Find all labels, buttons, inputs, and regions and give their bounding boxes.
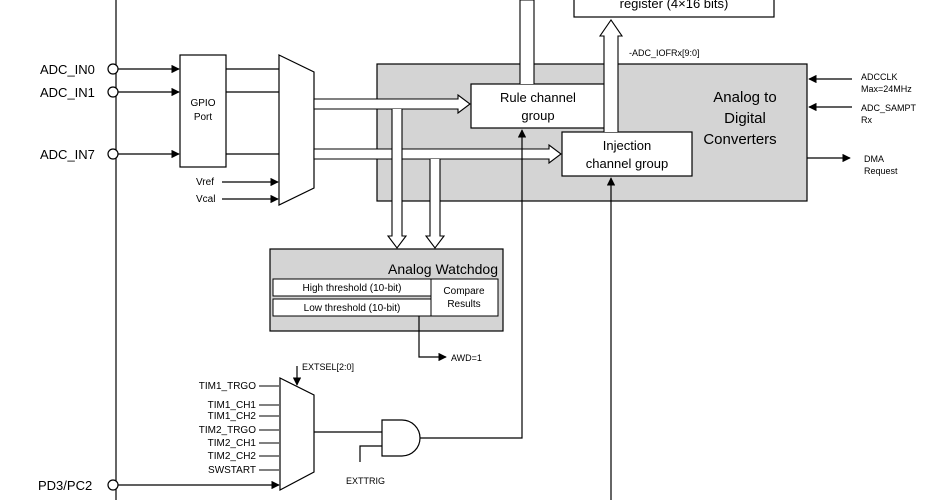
data-register-label: register (4×16 bits) [620, 0, 729, 11]
exttrig-input [359, 445, 382, 462]
awd-label: AWD=1 [451, 353, 482, 363]
and-gate [381, 419, 421, 457]
pin-adc-in1-terminal [107, 86, 119, 98]
compare-label-2: Results [447, 299, 480, 310]
pin-adc-in7: ADC_IN7 [40, 147, 95, 162]
awd-output-line [418, 316, 447, 362]
high-threshold-label: High threshold (10-bit) [303, 283, 402, 294]
rule-group-label-2: group [521, 108, 554, 123]
rule-group-label-1: Rule channel [500, 90, 576, 105]
dma-label-2: Request [864, 166, 898, 176]
adcclk-label-1: ADCCLK [861, 72, 898, 82]
exttrig-label: EXTTRIG [346, 476, 385, 486]
pin-pd3-pc2-terminal [107, 479, 119, 491]
trig-in-tim1-ch1: TIM1_CH1 [208, 400, 257, 411]
watchdog-title: Analog Watchdog [388, 261, 498, 277]
adcclk-label-2: Max=24MHz [861, 84, 912, 94]
adc-label-2: Digital [724, 110, 766, 127]
pin-adc-in1: ADC_IN1 [40, 85, 95, 100]
pin-adc-in0: ADC_IN0 [40, 62, 95, 77]
pin-adc-in0-terminal [107, 63, 119, 75]
vcal-label: Vcal [196, 194, 215, 205]
gpio-label-1: GPIO [190, 98, 215, 109]
injection-label-1: Injection [603, 138, 651, 153]
trig-in-tim2-ch2: TIM2_CH2 [208, 451, 257, 462]
bus-to-rule-group [313, 93, 471, 115]
and-to-rule-group [420, 129, 527, 439]
analog-input-mux [278, 54, 315, 206]
trig-in-tim1-ch2: TIM1_CH2 [208, 411, 257, 422]
low-threshold-label: Low threshold (10-bit) [304, 303, 401, 314]
injection-label-2: channel group [586, 156, 668, 171]
compare-results-block [430, 278, 499, 317]
data-register-block [573, 0, 775, 18]
bus-injection-to-register [598, 19, 624, 132]
trig-in-tim1-trgo: TIM1_TRGO [199, 381, 256, 392]
rule-channel-group [470, 83, 606, 129]
iofr-label: -ADC_IOFRx[9:0] [629, 48, 700, 58]
dma-label-1: DMA [864, 154, 884, 164]
gpio-label-2: Port [194, 112, 213, 123]
trig-in-tim2-trgo: TIM2_TRGO [199, 425, 256, 436]
pin-adc-in7-terminal [107, 148, 119, 160]
bus-rule-to-register [519, 0, 535, 84]
extsel-label: EXTSEL[2:0] [302, 362, 354, 372]
trig-in-tim2-ch1: TIM2_CH1 [208, 438, 257, 449]
injection-channel-group [561, 131, 693, 177]
bus-to-watchdog-2 [424, 159, 446, 249]
sampt-label-1: ADC_SAMPT [861, 103, 917, 113]
gpio-port-block [179, 54, 227, 168]
trigger-mux [279, 377, 315, 491]
adc-label-1: Analog to [713, 89, 776, 106]
compare-label-1: Compare [443, 286, 485, 297]
bus-to-watchdog-1 [386, 109, 408, 249]
adc-label-3: Converters [703, 131, 776, 148]
vref-label: Vref [196, 177, 214, 188]
sampt-label-2: Rx [861, 115, 872, 125]
trig-in-swstart: SWSTART [208, 465, 256, 476]
bus-to-injection-group [313, 143, 562, 165]
pin-pd3-pc2: PD3/PC2 [38, 478, 92, 493]
